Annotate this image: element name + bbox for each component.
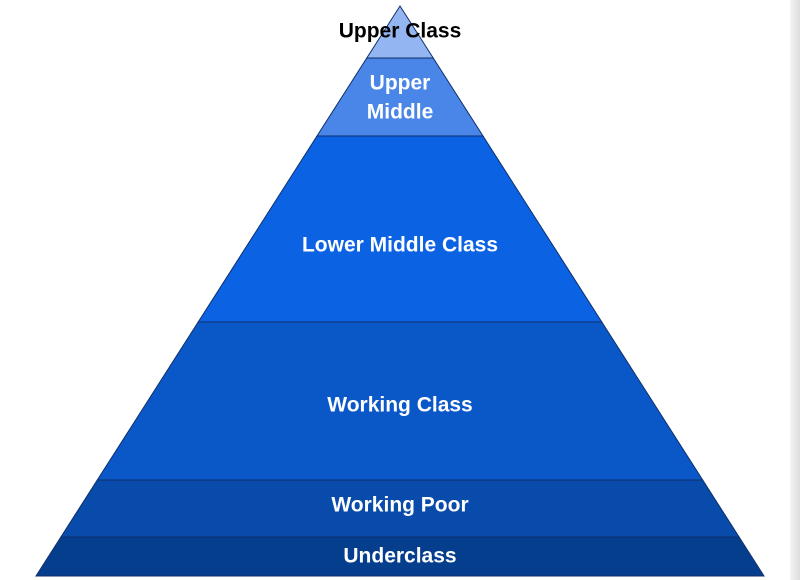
tier-label-underclass: Underclass — [343, 545, 456, 568]
tier-lower-middle-class — [197, 135, 603, 323]
tier-underclass — [35, 536, 765, 577]
right-edge-shadow — [790, 0, 800, 580]
tier-label-upper-class: Upper Class — [339, 20, 462, 43]
pyramid-tiers — [35, 5, 765, 577]
tier-label-working-poor: Working Poor — [331, 494, 468, 517]
tier-upper-middle — [316, 57, 484, 137]
tier-label-working-class: Working Class — [327, 394, 472, 417]
tier-label-lower-middle-class: Lower Middle Class — [302, 234, 498, 257]
